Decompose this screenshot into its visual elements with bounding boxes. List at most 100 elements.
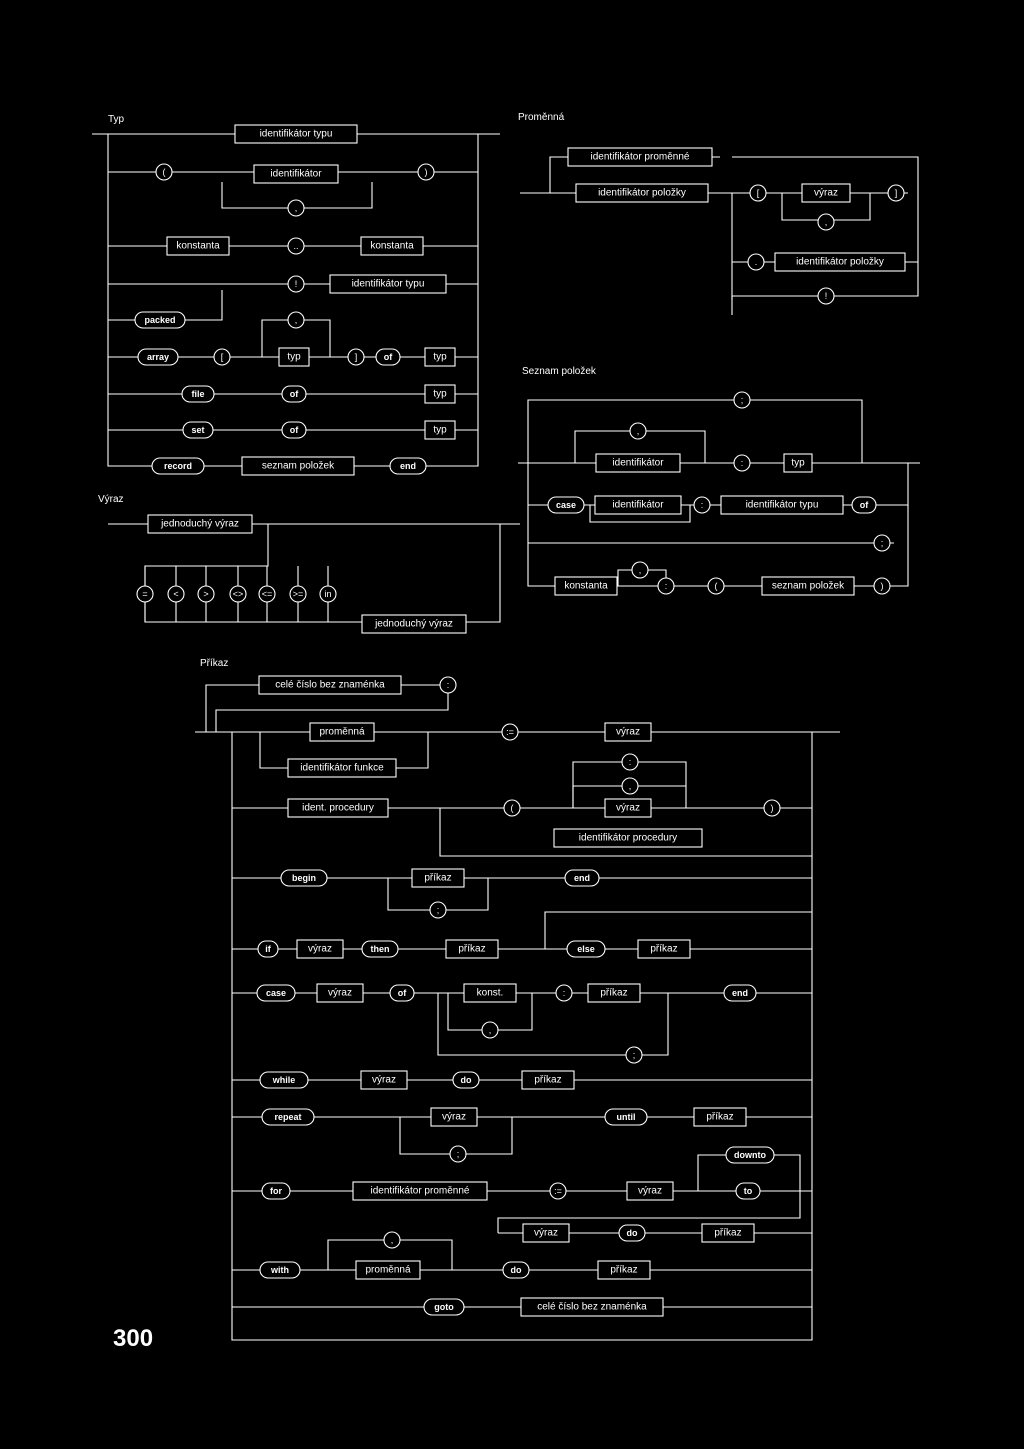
keyword-label: for	[270, 1186, 282, 1196]
box-label: jednoduchý výraz	[374, 619, 453, 630]
nonterminal-box: celé číslo bez znaménka	[520, 1297, 664, 1317]
terminal-symbol: <	[167, 585, 185, 603]
keyword-label: goto	[434, 1302, 454, 1312]
symbol-label: [	[757, 188, 760, 198]
nonterminal-box: celé číslo bez znaménka	[258, 675, 402, 695]
terminal-symbol: :	[733, 454, 751, 472]
nonterminal-box: typ	[278, 347, 310, 367]
symbol-label: !	[295, 279, 298, 289]
keyword-label: to	[744, 1186, 753, 1196]
box-label: příkaz	[534, 1075, 561, 1086]
section-title: Příkaz	[200, 658, 228, 669]
keyword-label: do	[511, 1265, 522, 1275]
section-title: Seznam položek	[522, 366, 597, 377]
keyword-frame	[151, 457, 205, 475]
symbol-circle	[136, 585, 154, 603]
symbol-circle	[481, 1021, 499, 1039]
keyword-label: repeat	[274, 1112, 301, 1122]
symbol-label: :	[741, 458, 744, 468]
terminal-symbol: :	[439, 676, 457, 694]
box-frame	[637, 939, 691, 959]
symbol-label: ,	[639, 565, 642, 575]
symbol-circle	[693, 496, 711, 514]
keyword-terminal: downto	[725, 1146, 775, 1164]
section-title: Výraz	[98, 494, 124, 505]
keyword-label: set	[191, 425, 204, 435]
box-label: příkaz	[458, 944, 485, 955]
keyword-label: of	[290, 425, 299, 435]
keyword-label: with	[270, 1265, 289, 1275]
box-frame	[553, 828, 703, 848]
keyword-frame	[618, 1224, 646, 1242]
nonterminal-box: identifikátor	[253, 164, 339, 184]
symbol-label: ;	[437, 905, 440, 915]
symbol-label: (	[715, 581, 718, 591]
box-frame	[234, 124, 358, 144]
box-label: příkaz	[610, 1265, 637, 1276]
terminal-symbol: ,	[481, 1021, 499, 1039]
symbol-circle	[287, 237, 305, 255]
symbol-label: ;	[881, 538, 884, 548]
keyword-terminal: array	[137, 348, 179, 366]
box-frame	[424, 420, 456, 440]
symbol-label: (	[163, 167, 166, 177]
nonterminal-box: příkaz	[445, 939, 499, 959]
box-label: výraz	[442, 1112, 466, 1123]
nonterminal-box: výraz	[430, 1107, 478, 1127]
box-label: proměnná	[365, 1265, 410, 1276]
terminal-symbol: )	[763, 799, 781, 817]
keyword-frame	[361, 940, 399, 958]
keyword-label: then	[371, 944, 390, 954]
keyword-label: end	[400, 461, 416, 471]
nonterminal-box: seznam položek	[761, 576, 855, 596]
symbol-circle	[347, 348, 365, 366]
box-label: výraz	[328, 988, 352, 999]
keyword-frame	[566, 940, 606, 958]
box-frame	[352, 1181, 488, 1201]
nonterminal-box: proměnná	[309, 722, 375, 742]
keyword-label: do	[627, 1228, 638, 1238]
terminal-symbol: ,	[383, 1231, 401, 1249]
symbol-label: !	[825, 291, 828, 301]
box-frame	[309, 722, 375, 742]
symbol-circle	[873, 534, 891, 552]
keyword-frame	[502, 1261, 530, 1279]
keyword-label: of	[398, 988, 407, 998]
page-number: 300	[113, 1325, 153, 1352]
terminal-symbol: ,	[621, 777, 639, 795]
keyword-terminal: to	[735, 1182, 761, 1200]
nonterminal-box: identifikátor položky	[575, 183, 709, 203]
keyword-terminal: begin	[280, 869, 328, 887]
terminal-symbol: :=	[501, 723, 519, 741]
nonterminal-box: příkaz	[521, 1070, 575, 1090]
nonterminal-box: výraz	[296, 939, 344, 959]
box-frame	[701, 1223, 755, 1243]
symbol-circle	[629, 422, 647, 440]
keyword-frame	[261, 1182, 291, 1200]
box-frame	[411, 868, 465, 888]
box-label: konstanta	[564, 581, 608, 592]
box-label: identifikátor funkce	[300, 763, 384, 774]
terminal-symbol: )	[417, 163, 435, 181]
box-frame	[693, 1107, 747, 1127]
symbol-circle	[197, 585, 215, 603]
box-label: příkaz	[706, 1112, 733, 1123]
box-label: typ	[791, 458, 805, 469]
box-frame	[522, 1223, 570, 1243]
box-label: výraz	[638, 1186, 662, 1197]
nonterminal-box: typ	[783, 453, 813, 473]
symbol-label: <=	[262, 589, 273, 599]
symbol-label: ,	[825, 217, 828, 227]
keyword-label: array	[147, 352, 169, 362]
symbol-label: >=	[293, 589, 304, 599]
nonterminal-box: typ	[424, 347, 456, 367]
terminal-symbol: ]	[347, 348, 365, 366]
keyword-frame	[259, 1261, 301, 1279]
symbol-label: ]	[895, 188, 898, 198]
box-frame	[360, 1070, 408, 1090]
keyword-terminal: record	[151, 457, 205, 475]
symbol-label: ..	[293, 241, 298, 251]
keyword-terminal: of	[375, 348, 401, 366]
symbol-circle	[733, 454, 751, 472]
keyword-label: do	[461, 1075, 472, 1085]
